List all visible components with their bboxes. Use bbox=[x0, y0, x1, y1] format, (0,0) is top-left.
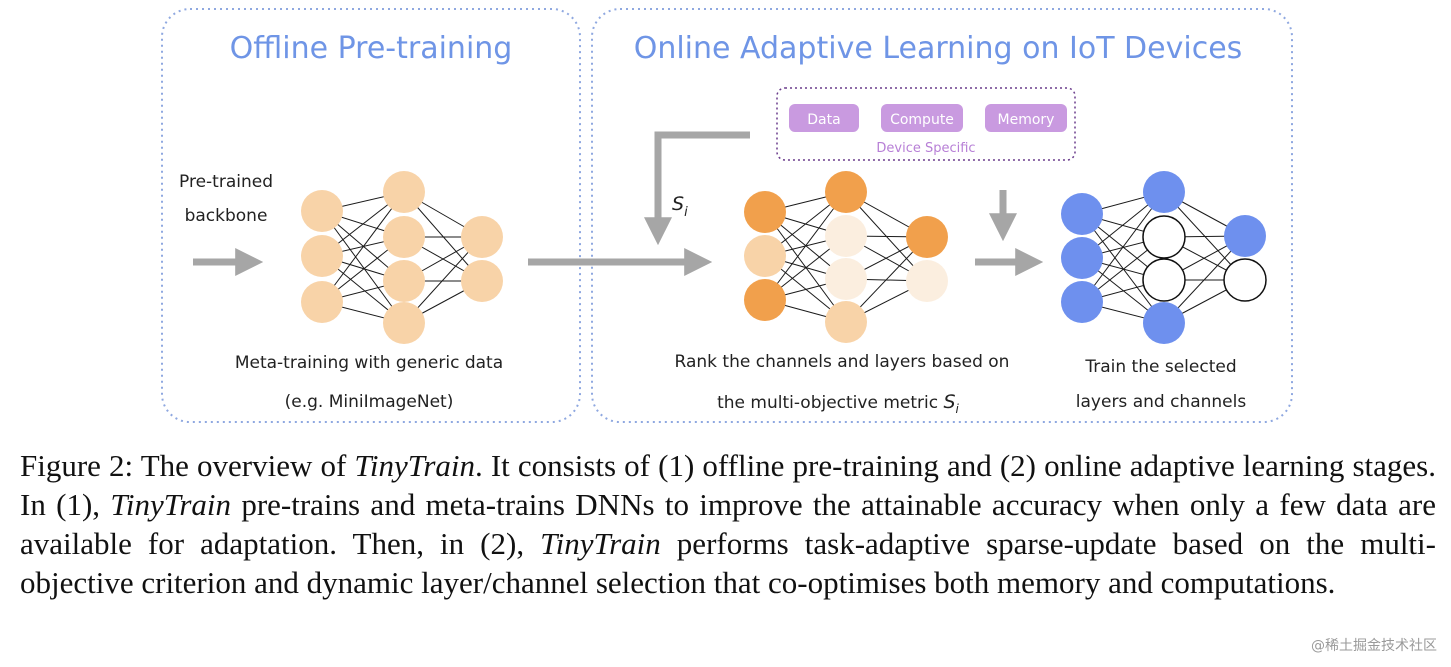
train-net-node-l0-n0 bbox=[1061, 193, 1103, 235]
caption-part-2: . It consists of (1) offline pre-trainin… bbox=[20, 448, 1436, 522]
rank-net-node-l1-n3 bbox=[825, 301, 867, 343]
rank-net-edge bbox=[764, 191, 847, 301]
offline-net-node-l1-n2 bbox=[383, 260, 425, 302]
device-chip-data-label: Data bbox=[807, 112, 840, 128]
tinytrain-overview-diagram: Offline Pre-training Online Adaptive Lea… bbox=[161, 8, 1293, 423]
train-net-node-l1-n3 bbox=[1143, 302, 1185, 344]
rank-net-node-l2-n1 bbox=[906, 260, 948, 302]
rank-net-node-l0-n1 bbox=[744, 235, 786, 277]
train-net-node-l1-n1 bbox=[1142, 215, 1186, 259]
offline-backbone-network bbox=[301, 171, 503, 344]
device-chip-compute-label: Compute bbox=[890, 112, 954, 128]
rank-net-node-l1-n1 bbox=[825, 215, 867, 257]
online-panel bbox=[591, 8, 1293, 423]
rank-caption-line1: Rank the channels and layers based on bbox=[675, 352, 1010, 372]
device-chip-memory-label: Memory bbox=[998, 112, 1055, 128]
metric-symbol: S bbox=[672, 193, 684, 215]
figure-caption: Figure 2: The overview of TinyTrain. It … bbox=[20, 446, 1436, 602]
device-specific-box bbox=[776, 87, 1076, 161]
train-net-node-l2-n1 bbox=[1223, 258, 1267, 302]
rank-net-node-l1-n0 bbox=[825, 171, 867, 213]
online-panel-title: Online Adaptive Learning on IoT Devices bbox=[634, 31, 1243, 66]
train-net-node-l0-n2 bbox=[1061, 281, 1103, 323]
offline-panel bbox=[161, 8, 581, 423]
caption-part-4: performs task-adaptive sparse-update bas… bbox=[20, 526, 1436, 600]
ranked-channels-network bbox=[744, 171, 948, 343]
rank-caption-metric-sub: i bbox=[956, 402, 960, 416]
train-caption-line1: Train the selected bbox=[1084, 357, 1236, 377]
metric-feedback-arrow bbox=[644, 131, 750, 246]
rank-caption-line2: the multi-objective metric Si bbox=[717, 391, 959, 416]
device-chip-memory: Memory bbox=[985, 104, 1067, 132]
offline-net-node-l0-n1 bbox=[301, 235, 343, 277]
pretrained-label-line1: Pre-trained bbox=[179, 172, 273, 192]
train-net-node-l2-n0 bbox=[1224, 215, 1266, 257]
rank-net-node-l1-n2 bbox=[825, 258, 867, 300]
watermark: @稀土掘金技术社区 bbox=[1311, 638, 1437, 654]
pretrained-label-line2: backbone bbox=[185, 206, 268, 226]
offline-net-edge bbox=[321, 210, 405, 324]
train-net-node-l1-n0 bbox=[1143, 171, 1185, 213]
offline-net-edge bbox=[321, 191, 405, 303]
train-caption-line2: layers and channels bbox=[1076, 392, 1247, 412]
device-chip-data: Data bbox=[789, 104, 859, 132]
rank-caption-metric: S bbox=[943, 391, 955, 413]
offline-net-node-l1-n3 bbox=[383, 302, 425, 344]
device-specific-label: Device Specific bbox=[876, 141, 975, 156]
meta-training-caption-line2: (e.g. MiniImageNet) bbox=[285, 392, 454, 412]
train-net-node-l1-n2 bbox=[1142, 258, 1186, 302]
offline-net-node-l2-n1 bbox=[461, 260, 503, 302]
offline-net-node-l1-n0 bbox=[383, 171, 425, 213]
offline-panel-title: Offline Pre-training bbox=[230, 31, 513, 66]
rank-net-node-l0-n0 bbox=[744, 191, 786, 233]
meta-training-caption-line1: Meta-training with generic data bbox=[235, 353, 503, 373]
rank-caption-line2-text: the multi-objective metric bbox=[717, 393, 943, 413]
rank-net-node-l2-n0 bbox=[906, 216, 948, 258]
selected-training-network bbox=[1061, 171, 1267, 344]
train-net-edge bbox=[1081, 191, 1165, 303]
caption-part-1: Figure 2: The overview of bbox=[20, 448, 355, 483]
offline-net-node-l1-n1 bbox=[383, 216, 425, 258]
offline-net-node-l2-n0 bbox=[461, 216, 503, 258]
offline-net-node-l0-n2 bbox=[301, 281, 343, 323]
caption-tinytrain-1: TinyTrain bbox=[354, 448, 475, 483]
metric-subscript: i bbox=[684, 205, 688, 220]
caption-tinytrain-2: TinyTrain bbox=[110, 487, 231, 522]
train-net-node-l0-n1 bbox=[1061, 237, 1103, 279]
caption-part-3: pre-trains and meta-trains DNNs to impro… bbox=[20, 487, 1436, 561]
offline-net-node-l0-n0 bbox=[301, 190, 343, 232]
metric-symbol-label: Si bbox=[672, 193, 688, 220]
rank-net-node-l0-n2 bbox=[744, 279, 786, 321]
caption-tinytrain-3: TinyTrain bbox=[540, 526, 661, 561]
device-chip-compute: Compute bbox=[881, 104, 963, 132]
